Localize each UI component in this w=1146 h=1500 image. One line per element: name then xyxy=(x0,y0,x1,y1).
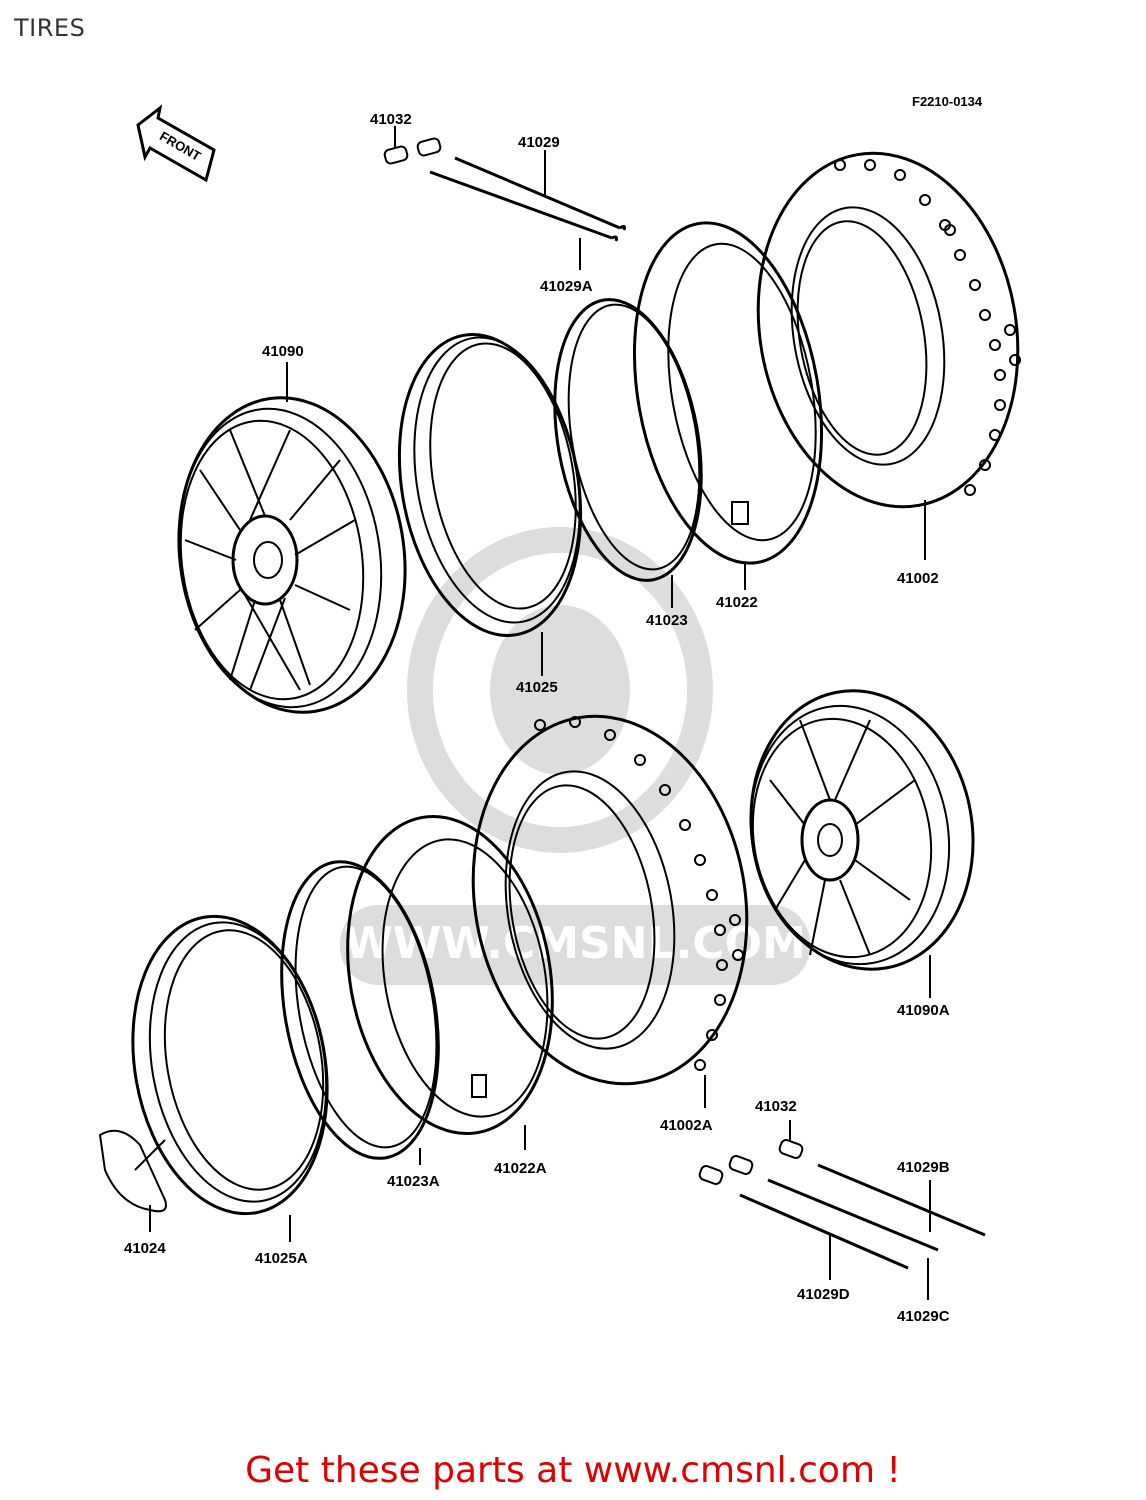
rear-wheel xyxy=(749,689,975,971)
rear-tire xyxy=(471,714,749,1086)
footer-promo: Get these parts at www.cmsnl.com ! xyxy=(0,1450,1146,1491)
part-label: 41025 xyxy=(516,679,558,696)
part-label: 41029B xyxy=(897,1159,950,1176)
watermark-logo: WWW.CMSNL.COM xyxy=(340,527,810,985)
part-label: 41022 xyxy=(716,594,758,611)
front-direction-arrow: FRONT xyxy=(136,104,216,183)
front-tire xyxy=(756,151,1021,509)
part-label: 41024 xyxy=(124,1240,166,1257)
spoke-nipple-bottom xyxy=(698,1139,804,1185)
part-label: 41002A xyxy=(660,1117,713,1134)
part-label: 41025A xyxy=(255,1250,308,1267)
part-label: 41029D xyxy=(797,1286,850,1303)
spoke-top xyxy=(429,156,626,242)
part-label: 41032 xyxy=(755,1098,797,1115)
part-label: 41090A xyxy=(897,1002,950,1019)
part-label: 41029A xyxy=(540,278,593,295)
rear-tube xyxy=(346,814,554,1136)
watermark-text: WWW.CMSNL.COM xyxy=(344,918,806,969)
part-labels: 41032 41029 41029A 41090 41025 41023 410… xyxy=(124,111,950,1325)
front-wheel xyxy=(177,396,407,714)
part-label: 41090 xyxy=(262,343,304,360)
front-tube xyxy=(632,221,824,565)
spoke-bottom xyxy=(739,1163,986,1270)
part-label: 41023 xyxy=(646,612,688,629)
front-rim xyxy=(397,333,583,637)
part-label: 41022A xyxy=(494,1160,547,1177)
rear-rim-band xyxy=(280,860,440,1160)
part-label: 41032 xyxy=(370,111,412,128)
page-title: TIRES xyxy=(14,14,86,42)
footer-link[interactable]: Get these parts at www.cmsnl.com ! xyxy=(245,1450,901,1491)
rim-lock xyxy=(98,1129,167,1213)
rear-rim xyxy=(131,914,329,1216)
spoke-nipple-top xyxy=(383,137,442,165)
part-label: 41023A xyxy=(387,1173,440,1190)
front-rim-band xyxy=(553,298,703,582)
diagram-code: F2210-0134 xyxy=(912,94,983,109)
part-label: 41029C xyxy=(897,1308,950,1325)
part-label: 41029 xyxy=(518,134,560,151)
part-label: 41002 xyxy=(897,570,939,587)
